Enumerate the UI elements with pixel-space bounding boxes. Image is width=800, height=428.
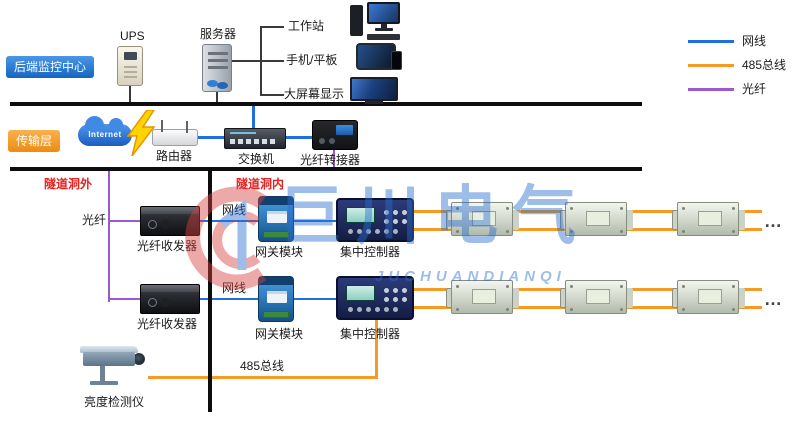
lightning-icon [126, 110, 156, 156]
ups-icon [117, 46, 143, 86]
icon-part [677, 202, 739, 236]
fiber-adapter-icon [312, 120, 358, 150]
icon-part [472, 289, 496, 304]
gateway-label-row1: 网关模块 [255, 245, 304, 259]
icon-part [350, 77, 398, 101]
icon-part [350, 5, 363, 36]
icon-part [367, 2, 400, 24]
led-driver-icon [672, 200, 744, 238]
backbone-line-transport [10, 167, 642, 171]
led-driver-icon [446, 278, 518, 316]
ethernet-label-row2: 网线 [222, 281, 247, 295]
icon-part [586, 211, 610, 226]
icon-part [586, 289, 610, 304]
tunnel-inside-label: 隧道洞内 [236, 177, 285, 191]
phone-tablet-label: 手机/平板 [286, 53, 338, 67]
internet-cloud-icon: Internet [78, 116, 132, 146]
wire-rs485-detector-riser [375, 320, 378, 379]
legend-label-rs485: 485总线 [742, 58, 787, 72]
tablet-phone-icon [356, 42, 402, 72]
icon-part [698, 211, 722, 226]
icon-part [90, 381, 118, 385]
icon-part [698, 289, 722, 304]
brightness-detector-label: 亮度检测仪 [84, 395, 145, 409]
central-controller-icon [336, 198, 414, 242]
wire-server-drop [216, 92, 218, 102]
wire-adapter-downlink [333, 150, 335, 167]
wire-gateway-controller-row2 [294, 298, 336, 300]
server-label: 服务器 [200, 27, 237, 41]
wire-trx-gateway-row2 [200, 298, 258, 300]
server-icon [202, 44, 232, 92]
fiber-transceiver-label: 光纤收发器 [137, 317, 198, 331]
wire-trx-gateway-row1 [200, 220, 258, 222]
gateway-label-row2: 网关模块 [255, 327, 304, 341]
wire-switch-uplink [252, 106, 255, 128]
router-icon [152, 120, 198, 146]
transport-layer-tag: 传输层 [8, 130, 61, 152]
controller-label-row2: 集中控制器 [340, 327, 401, 341]
led-driver-icon [560, 278, 632, 316]
icon-part [133, 353, 145, 365]
legend-label-ethernet: 网线 [742, 34, 767, 48]
fiber-transceiver-icon [140, 284, 200, 314]
display-wall-icon [350, 77, 398, 105]
wire-fiber-trunk [108, 171, 110, 302]
legend-swatch-rs485 [688, 64, 734, 67]
backbone-line-top [10, 102, 642, 106]
central-controller-icon [336, 276, 414, 320]
controller-label-row1: 集中控制器 [340, 245, 401, 259]
wire-branch-screen [260, 94, 284, 96]
wire-ups-drop [129, 86, 131, 102]
rs485-bus-label: 485总线 [240, 359, 285, 373]
legend-swatch-fiber [688, 88, 734, 91]
ethernet-label-row1: 网线 [222, 203, 247, 217]
watermark-text-cn: 巨川电气 [278, 180, 590, 252]
fiber-transceiver-icon [140, 206, 200, 236]
icon-part [100, 366, 105, 381]
fiber-transceiver-label: 光纤收发器 [137, 239, 198, 253]
ellipsis-row2: … [764, 289, 783, 309]
ups-label: UPS [120, 29, 145, 43]
icon-part [391, 51, 402, 70]
led-driver-icon [560, 200, 632, 238]
wire-rs485-detector [148, 376, 378, 379]
router-label: 路由器 [156, 149, 193, 163]
icon-part [451, 280, 513, 314]
legend-swatch-ethernet [688, 40, 734, 43]
big-screen-label: 大屏幕显示 [284, 87, 345, 101]
icon-part [365, 101, 383, 104]
backend-center-tag: 后端监控中心 [6, 56, 95, 78]
led-driver-icon [672, 278, 744, 316]
gateway-module-icon [258, 196, 294, 242]
gateway-module-icon [258, 276, 294, 322]
icon-part [381, 24, 387, 28]
icon-part [375, 28, 393, 31]
led-driver-icon [446, 200, 518, 238]
workstation-icon [350, 2, 402, 42]
brightness-detector-icon [78, 340, 150, 392]
wire-fiber-row1 [110, 220, 140, 222]
icon-part [472, 211, 496, 226]
wire-fiber-row2 [110, 298, 140, 300]
wire-branch-workstation [260, 26, 284, 28]
icon-part [367, 34, 400, 40]
fiber-label: 光纤 [82, 213, 107, 227]
ellipsis-row1: … [764, 211, 783, 231]
internet-label: Internet [88, 130, 122, 139]
switch-label: 交换机 [238, 152, 275, 166]
workstation-label: 工作站 [288, 19, 325, 33]
wire-router-switch [198, 136, 224, 139]
wire-gateway-controller-row1 [294, 220, 336, 222]
switch-icon [224, 128, 286, 149]
icon-part [356, 43, 396, 70]
wire-branch-tablet [260, 60, 284, 62]
tunnel-outside-label: 隧道洞外 [44, 177, 93, 191]
backbone-line-tunnel [208, 167, 212, 412]
wire-server-branch [232, 60, 260, 62]
fiber-adapter-label: 光纤转接器 [300, 153, 361, 167]
wire-switch-adapter [286, 136, 312, 139]
legend-label-fiber: 光纤 [742, 82, 767, 96]
